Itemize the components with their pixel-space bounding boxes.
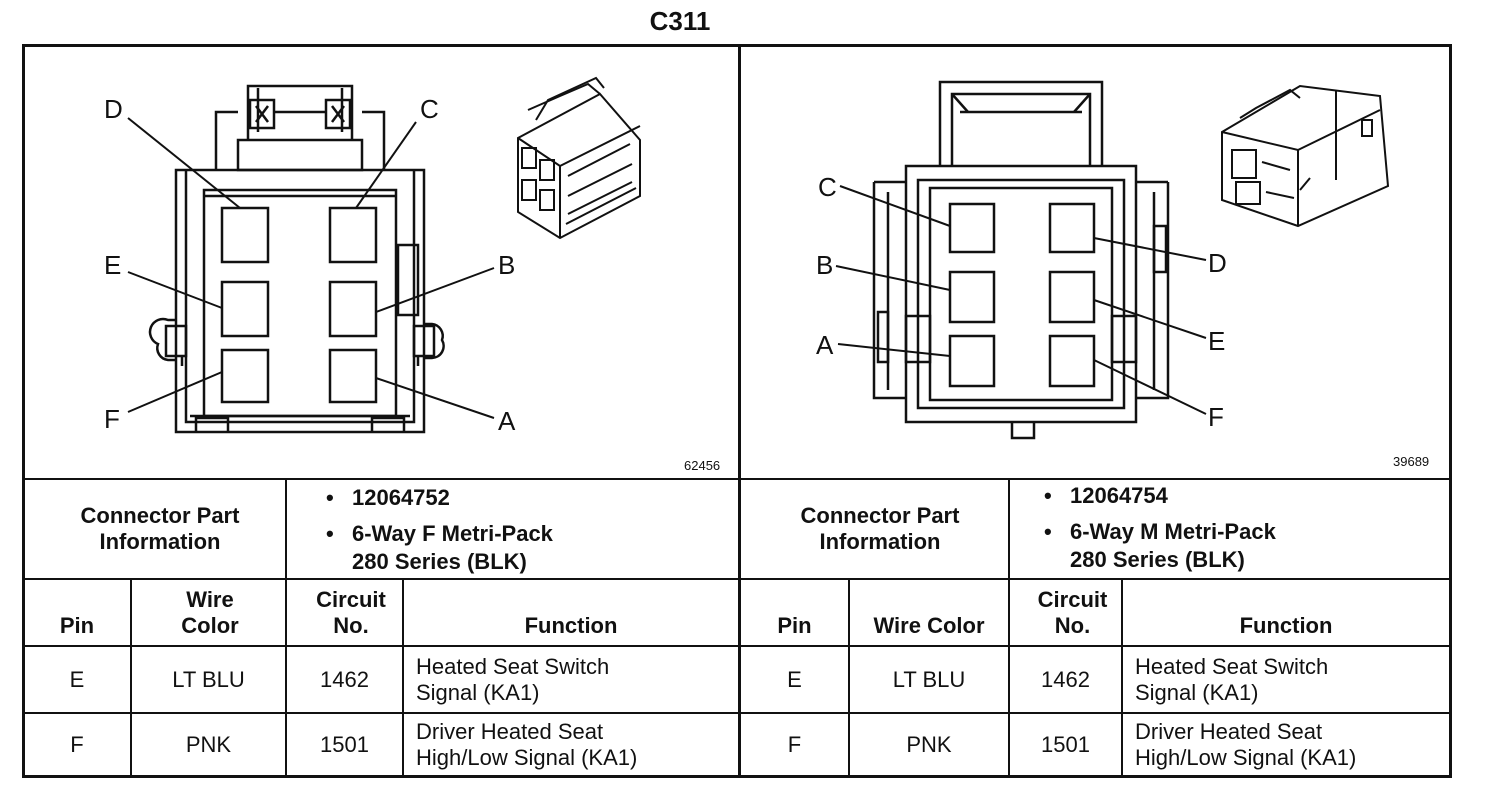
pin-label-f-male: F [1208,402,1224,432]
center-divider [738,44,741,778]
right-connector-part-label: Connector Part Information [800,503,960,554]
left-col3-divider [402,578,404,778]
left-info-divider [285,478,287,778]
right-description-line2: 280 Series (BLK) [1070,547,1245,572]
left-header-function: Function [524,613,618,638]
left-row1-pin: E [69,666,85,692]
right-header-function: Function [1239,613,1333,638]
right-header-wire-color: Wire Color [873,613,985,638]
right-figure-number: 39689 [1393,454,1430,469]
left-row1-function-line1: Heated Seat Switch [416,653,610,679]
left-row2-function-line1: Driver Heated Seat [416,719,604,744]
table-top-line [22,478,1452,480]
page-title: C311 [649,6,711,36]
right-col3-divider [1121,578,1123,778]
female-connector-drawing: D C E B F A [104,76,641,436]
right-row2-function-line1: Driver Heated Seat [1135,719,1323,744]
right-row1-function-line2: Signal (KA1) [1135,679,1259,705]
left-description-line1: 6-Way F Metri-Pack [352,521,553,546]
right-row1-pin: E [787,666,802,692]
pin-label-a-male: A [816,330,834,360]
left-row1-function-line2: Signal (KA1) [416,679,540,705]
left-part-number: 12064752 [352,485,450,510]
pin-label-c-male: C [818,172,837,202]
header-row-line [22,578,1452,580]
left-header-circuit-no: Circuit No. [316,586,386,638]
right-header-pin: Pin [777,613,812,638]
pin-label-a: A [498,406,516,436]
col-header-line [22,645,1452,647]
male-connector-iso-view [1221,84,1390,228]
pin-label-d-male: D [1208,248,1227,278]
right-row2-wire-color: PNK [906,732,952,757]
left-row1-wire-color: LT BLU [172,666,245,692]
right-part-number: 12064754 [1070,483,1168,508]
left-row2-circuit: 1501 [320,732,369,757]
pin-label-d: D [104,94,123,124]
left-part-info: •12064752 •6-Way F Metri-Pack 280 Series… [326,485,553,574]
left-header-wire-color: Wire Color [181,586,239,638]
left-figure-number: 62456 [684,458,721,473]
right-row2-pin: F [787,732,802,757]
pin-label-f: F [104,404,120,434]
right-row1-circuit: 1462 [1041,666,1090,692]
left-row2-wire-color: PNK [185,732,232,757]
right-col1-divider [848,578,850,778]
left-description-line2: 280 Series (BLK) [352,549,527,574]
pin-label-b: B [498,250,515,280]
right-description-line1: 6-Way M Metri-Pack [1070,519,1276,544]
left-col1-divider [130,578,132,778]
female-connector-iso-view [517,76,641,240]
left-row1-circuit: 1462 [320,666,369,692]
row-divider-line [22,712,1452,714]
right-row1-wire-color: LT BLU [892,666,966,692]
left-header-pin: Pin [59,613,95,638]
right-part-info: •12064754 •6-Way M Metri-Pack 280 Series… [1044,483,1276,572]
left-row2-pin: F [70,732,84,757]
right-info-divider [1008,478,1010,778]
outer-frame [22,44,1452,778]
male-connector-drawing: C B A D E F [816,80,1390,440]
pin-label-e: E [104,250,121,280]
right-row2-function-line2: High/Low Signal (KA1) [1135,745,1357,770]
right-row2-circuit: 1501 [1041,732,1090,757]
right-row1-function-line1: Heated Seat Switch [1135,653,1329,679]
pin-label-c: C [420,94,439,124]
left-connector-part-label: Connector Part Information [80,503,240,554]
pin-label-e-male: E [1208,326,1225,356]
pin-label-b-male: B [816,250,833,280]
right-header-circuit-no: Circuit No. [1037,586,1108,638]
left-row2-function-line2: High/Low Signal (KA1) [416,745,638,770]
